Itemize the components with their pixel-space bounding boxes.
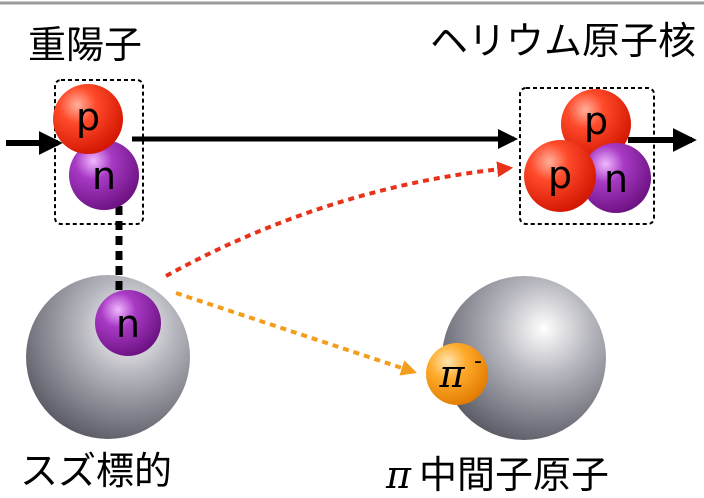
- deuteron-box: [54, 79, 144, 225]
- neutron-symbol: n: [116, 302, 140, 346]
- helium-proton-top: p: [561, 89, 631, 159]
- deuteron-neutron: n: [69, 140, 139, 210]
- deuteron-label: 重陽子: [28, 23, 142, 67]
- neutron-symbol: n: [604, 157, 628, 201]
- bound-pion: π -: [426, 343, 488, 405]
- tin-target-label: スズ標的: [20, 449, 172, 493]
- proton-transfer-arrow: [165, 161, 514, 278]
- pionic-atom-sphere: [442, 276, 606, 440]
- pion-charge: -: [474, 349, 482, 374]
- helium-neutron: n: [581, 143, 651, 213]
- neutron-symbol: n: [92, 154, 116, 198]
- pion-emission-arrow: [175, 291, 418, 376]
- helium-nucleus-label: ヘリウム原子核: [430, 19, 696, 63]
- target-neutron: n: [95, 290, 161, 356]
- helium-box: [519, 87, 655, 225]
- proton-symbol: p: [584, 99, 608, 143]
- helium-proton-left: p: [524, 140, 596, 212]
- proton-symbol: p: [548, 153, 572, 197]
- deuteron-proton: p: [53, 84, 123, 154]
- pionic-atom-text: 中間子原子: [419, 453, 609, 497]
- proton-symbol: p: [76, 95, 100, 139]
- pionic-atom-pi: π: [385, 453, 412, 497]
- pion-symbol: π: [439, 352, 466, 396]
